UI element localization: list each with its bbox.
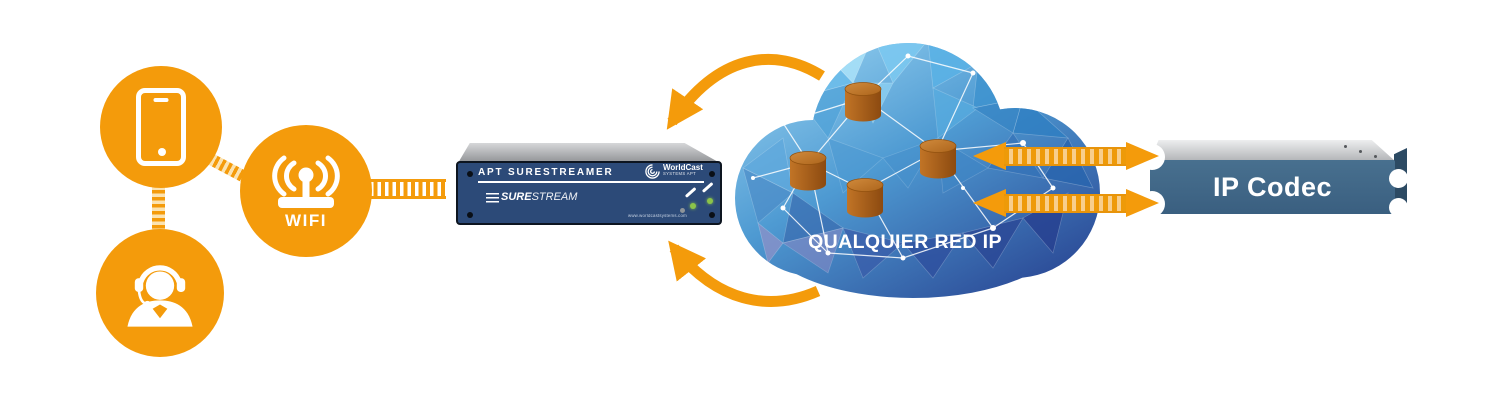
device-title: APT SURESTREAMER — [478, 167, 704, 183]
codec-panel: IP Codec — [1150, 160, 1395, 214]
worldcast-swirl-icon — [645, 164, 660, 179]
screw-dot — [467, 171, 473, 177]
screw-dot — [1344, 145, 1347, 148]
cloud-label: QUALQUIER RED IP — [808, 231, 1002, 253]
smartphone-icon — [136, 88, 186, 166]
worldcast-logo: WorldCast SYSTEMS APT — [645, 164, 710, 179]
status-led-green — [690, 203, 696, 209]
surestream-speedlines — [486, 192, 499, 203]
headset-agent-icon — [127, 265, 193, 327]
connector-wifi-streamer — [366, 179, 446, 199]
arrowhead-right-icon — [1126, 189, 1159, 217]
source-circle-wifi: WIFI — [240, 125, 372, 257]
status-led-gray — [680, 208, 685, 213]
screw-dot — [1359, 150, 1362, 153]
bidirectional-arrow-top — [973, 142, 1159, 171]
surestream-logo: SURESTREAM — [486, 192, 577, 203]
striped-arrow-body — [1004, 147, 1128, 166]
network-node-cylinder-icon — [919, 139, 957, 179]
brand-subtext: SYSTEMS APT — [663, 172, 697, 177]
surestreamer-panel — [456, 161, 722, 225]
phone-home-button-dot — [157, 148, 166, 156]
surestreamer-lid — [458, 143, 720, 163]
striped-arrow-body — [1004, 194, 1128, 213]
phone-speaker-bar — [153, 98, 169, 102]
network-node-cylinder-icon — [789, 151, 827, 191]
status-led-green — [707, 198, 713, 204]
arrowhead-left-icon — [973, 142, 1006, 170]
brand-name: WorldCast — [663, 163, 703, 172]
wifi-label: WIFI — [285, 210, 327, 230]
screw-dot — [467, 212, 473, 218]
bidirectional-arrow-bottom — [973, 189, 1159, 218]
network-node-cylinder-icon — [844, 82, 882, 122]
arrowhead-right-icon — [1126, 142, 1159, 170]
screw-dot — [709, 212, 715, 218]
codec-cable-notch — [1389, 198, 1408, 217]
codec-cable-notch — [1389, 169, 1408, 188]
codec-label: IP Codec — [1212, 171, 1333, 202]
wifi-router-icon — [272, 155, 340, 208]
source-circle-phone — [100, 66, 222, 188]
screw-dot — [1374, 155, 1377, 158]
codec-lid — [1150, 140, 1395, 161]
screw-dot — [709, 171, 715, 177]
surestream-logo-bold: SURE — [501, 191, 532, 203]
ip-cloud: QUALQUIER RED IP — [735, 43, 1100, 298]
connector-phone-agent — [152, 176, 165, 234]
surestream-logo-light: STREAM — [531, 191, 578, 203]
device-url: www.worldcastsystems.com — [628, 214, 687, 219]
source-circle-agent — [96, 229, 224, 357]
network-node-cylinder-icon — [846, 178, 884, 218]
arrowhead-left-icon — [973, 189, 1006, 217]
